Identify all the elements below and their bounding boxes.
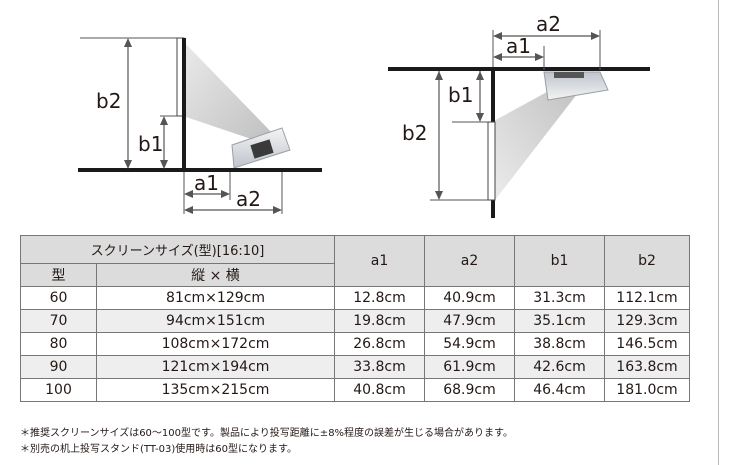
a1-cell: 12.8cm [334, 286, 425, 310]
b2-cell: 146.5cm [604, 332, 690, 356]
a1-label: a1 [194, 171, 219, 195]
table-row: 100 135cm×215cm 40.8cm 68.9cm 46.4cm 181… [20, 378, 690, 402]
b1-cell: 35.1cm [514, 309, 605, 333]
column-header-b1: b1 [514, 235, 605, 287]
dimensions-cell: 121cm×194cm [96, 355, 335, 379]
screen-size-table: スクリーンサイズ(型)[16:10] a1 a2 b1 b2 型 縦 × 横 6… [20, 235, 690, 402]
b1-cell: 42.6cm [514, 355, 605, 379]
dimensions-cell: 94cm×151cm [96, 309, 335, 333]
b1-label: b1 [448, 83, 473, 107]
screen-size-header: スクリーンサイズ(型)[16:10] [20, 235, 335, 264]
projector-unit [231, 127, 291, 169]
a1-cell: 33.8cm [334, 355, 425, 379]
screen [487, 121, 496, 201]
size-cell: 90 [20, 355, 97, 379]
a2-cell: 47.9cm [424, 309, 515, 333]
floor-projection-diagram: b2 b1 a1 a2 [78, 37, 322, 214]
column-header-size: 縦 × 横 [96, 263, 335, 287]
a2-label: a2 [236, 187, 261, 211]
a1-cell: 19.8cm [334, 309, 425, 333]
table-row: 60 81cm×129cm 12.8cm 40.9cm 31.3cm 112.1… [20, 286, 690, 310]
dimensions-cell: 135cm×215cm [96, 378, 335, 402]
size-cell: 60 [20, 286, 97, 310]
column-header-a2: a2 [424, 235, 515, 287]
b2-cell: 112.1cm [604, 286, 690, 310]
a2-cell: 68.9cm [424, 378, 515, 402]
a1-cell: 40.8cm [334, 378, 425, 402]
footnote: ＊推奨スクリーンサイズは60～100型です。製品により投写距離に±8%程度の誤差… [20, 428, 514, 439]
footnotes: ＊推奨スクリーンサイズは60～100型です。製品により投写距離に±8%程度の誤差… [20, 426, 710, 458]
b2-cell: 163.8cm [604, 355, 690, 379]
size-cell: 80 [20, 332, 97, 356]
b1-cell: 38.8cm [514, 332, 605, 356]
b2-label: b2 [402, 121, 427, 145]
a1-cell: 26.8cm [334, 332, 425, 356]
b1-label: b1 [138, 132, 163, 156]
projection-beam [180, 38, 278, 148]
dimensions-cell: 108cm×172cm [96, 332, 335, 356]
b2-cell: 181.0cm [604, 378, 690, 402]
projection-beam [492, 75, 588, 200]
a1-label: a1 [506, 34, 531, 58]
a2-cell: 40.9cm [424, 286, 515, 310]
page-divider [718, 0, 719, 465]
table-row: 90 121cm×194cm 33.8cm 61.9cm 42.6cm 163.… [20, 355, 690, 379]
column-header-type: 型 [20, 263, 97, 287]
column-header-b2: b2 [604, 235, 690, 287]
b2-label: b2 [96, 89, 121, 113]
table-row: 70 94cm×151cm 19.8cm 47.9cm 35.1cm 129.3… [20, 309, 690, 333]
column-header-a1: a1 [334, 235, 425, 287]
ceiling-projection-diagram: a1 a2 b1 b2 [388, 12, 650, 218]
a2-cell: 54.9cm [424, 332, 515, 356]
a2-cell: 61.9cm [424, 355, 515, 379]
dimensions-cell: 81cm×129cm [96, 286, 335, 310]
footnote: ＊別売の机上投写スタンド(TT-03)使用時は60型になります。 [20, 444, 297, 455]
b1-cell: 46.4cm [514, 378, 605, 402]
a2-label: a2 [536, 12, 561, 36]
b2-cell: 129.3cm [604, 309, 690, 333]
b1-cell: 31.3cm [514, 286, 605, 310]
projector-unit [543, 71, 609, 101]
size-cell: 100 [20, 378, 97, 402]
table-row: 80 108cm×172cm 26.8cm 54.9cm 38.8cm 146.… [20, 332, 690, 356]
size-cell: 70 [20, 309, 97, 333]
